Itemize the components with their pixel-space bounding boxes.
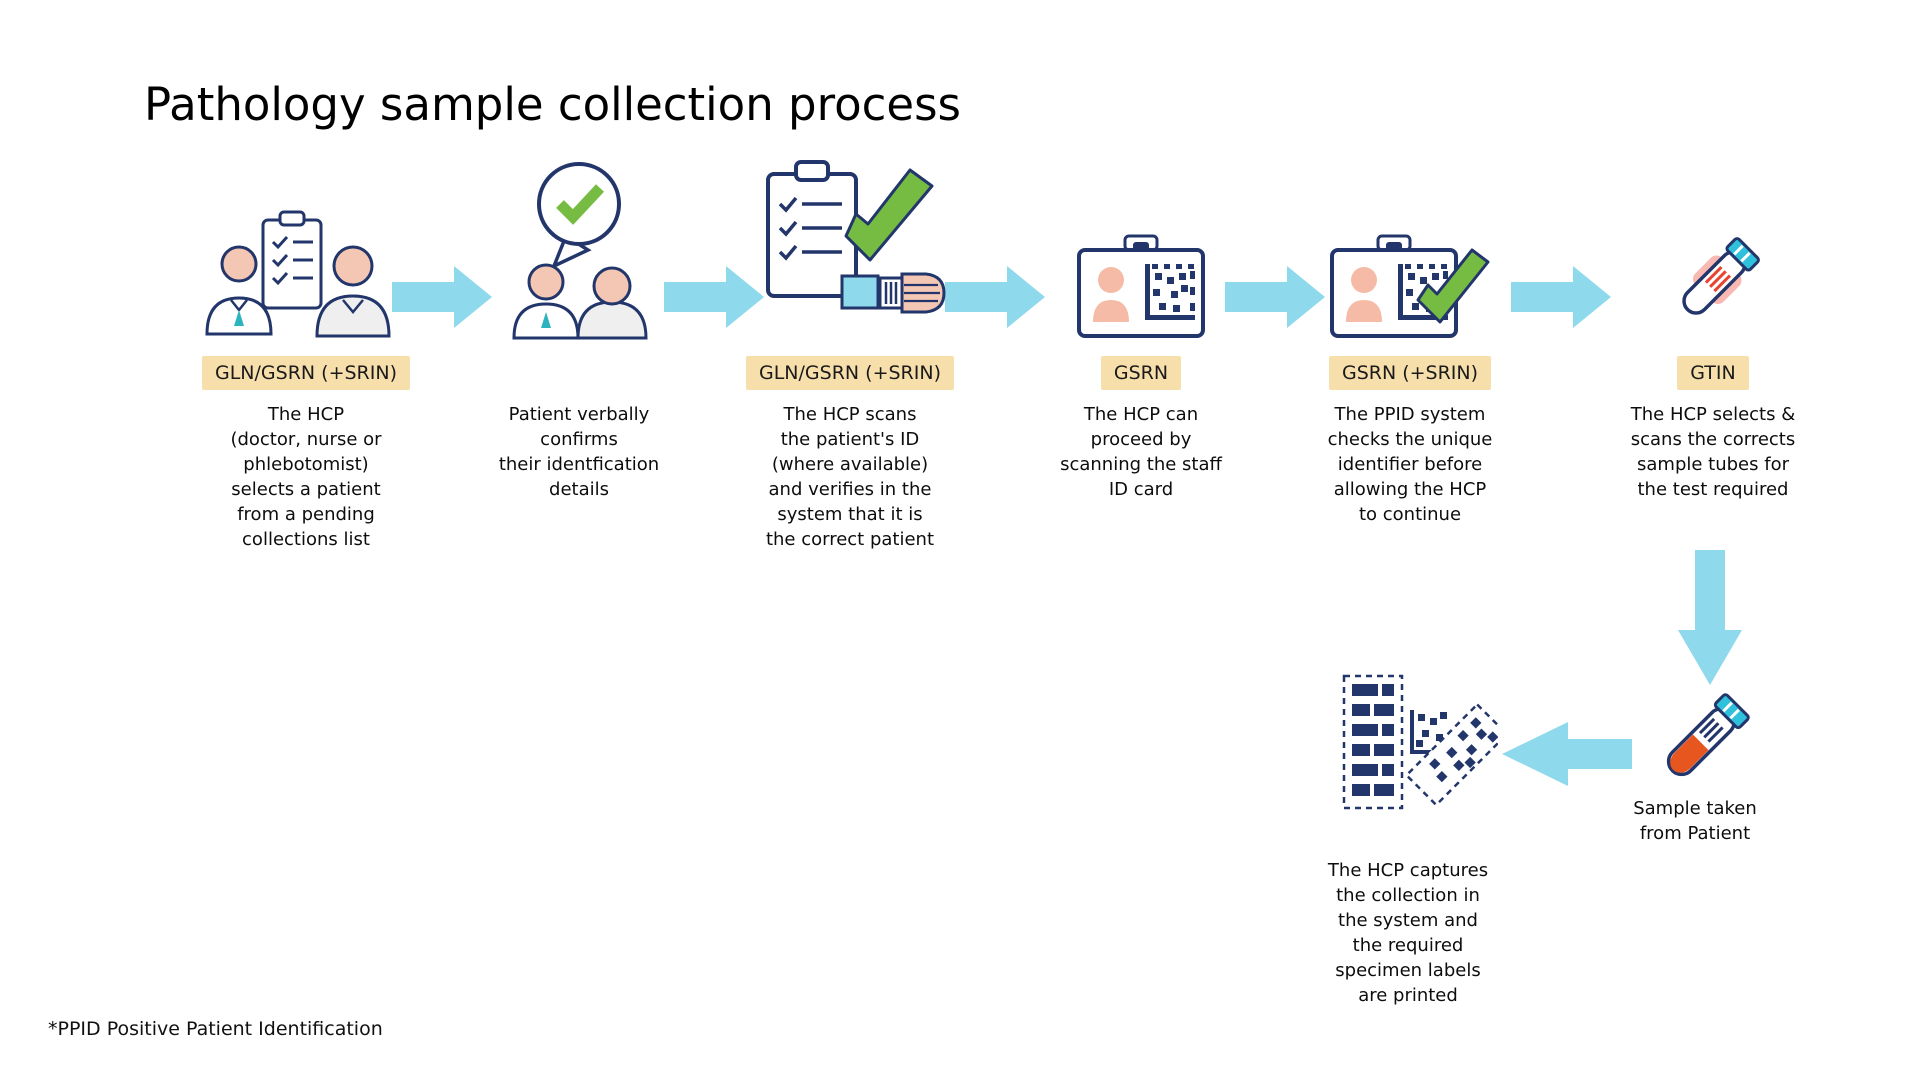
ppid-verified-id-card-icon <box>1330 234 1490 338</box>
hcp-and-patient-with-collections-list-icon <box>205 210 391 338</box>
step-1-icon-area <box>181 148 431 340</box>
flow-arrow-3 <box>945 266 1045 328</box>
specimen-labels-icon <box>1338 670 1498 830</box>
step-6-icon-area <box>1588 148 1838 340</box>
filled-sample-tube-icon <box>1643 686 1758 801</box>
step-5-description: The PPID system checks the unique identi… <box>1327 404 1493 525</box>
flow-arrow-left <box>1502 722 1632 786</box>
step-6-tag: GTIN <box>1677 356 1749 390</box>
step-6: GTIN The HCP selects & scans the correct… <box>1588 148 1838 502</box>
patient-verbal-confirmation-icon <box>512 162 648 340</box>
step-2: Patient verbally confirms their identfic… <box>454 148 704 502</box>
scan-patient-wristband-icon <box>766 160 946 314</box>
step-3-tag-row: GLN/GSRN (+SRIN) <box>746 356 954 398</box>
labels-printed-description: The HCP captures the collection in the s… <box>1327 860 1489 1006</box>
step-5-tag-row: GSRN (+SRIN) <box>1328 356 1492 398</box>
step-1-description: The HCP (doctor, nurse or phlebotomist) … <box>230 404 382 550</box>
flow-arrow-1 <box>392 266 492 328</box>
flow-arrow-2 <box>664 266 764 328</box>
step-2-description: Patient verbally confirms their identfic… <box>498 404 660 500</box>
page-title: Pathology sample collection process <box>144 78 961 131</box>
step-3-description: The HCP scans the patient's ID (where av… <box>765 404 935 550</box>
flow-arrow-5 <box>1511 266 1611 328</box>
step-3: GLN/GSRN (+SRIN) The HCP scans the patie… <box>725 148 975 552</box>
step-3-tag: GLN/GSRN (+SRIN) <box>746 356 954 390</box>
step-3-icon-area <box>725 148 975 340</box>
sample-taken-label: Sample taken from Patient <box>1633 798 1757 844</box>
step-5: GSRN (+SRIN) The PPID system checks the … <box>1285 148 1535 527</box>
step-6-tag-row: GTIN <box>1677 356 1749 398</box>
step-5-icon-area <box>1285 148 1535 340</box>
step-1-tag-row: GLN/GSRN (+SRIN) <box>202 356 410 398</box>
staff-id-card-icon <box>1077 234 1205 338</box>
step-2-icon-area <box>454 148 704 340</box>
step-4-icon-area <box>1016 148 1266 340</box>
ppid-footnote: *PPID Positive Patient Identification <box>48 1018 383 1040</box>
flow-arrow-4 <box>1225 266 1325 328</box>
flow-arrow-down <box>1678 550 1742 685</box>
step-4: GSRN The HCP can proceed by scanning the… <box>1016 148 1266 502</box>
step-6-description: The HCP selects & scans the corrects sam… <box>1630 404 1796 500</box>
step-1: GLN/GSRN (+SRIN) The HCP (doctor, nurse … <box>181 148 431 552</box>
step-5-tag: GSRN (+SRIN) <box>1328 356 1492 390</box>
step-4-tag: GSRN <box>1100 356 1182 390</box>
step-1-tag: GLN/GSRN (+SRIN) <box>202 356 410 390</box>
sample-tube-scan-icon <box>1682 237 1760 315</box>
step-4-tag-row: GSRN <box>1100 356 1182 398</box>
step-4-description: The HCP can proceed by scanning the staf… <box>1060 404 1222 500</box>
